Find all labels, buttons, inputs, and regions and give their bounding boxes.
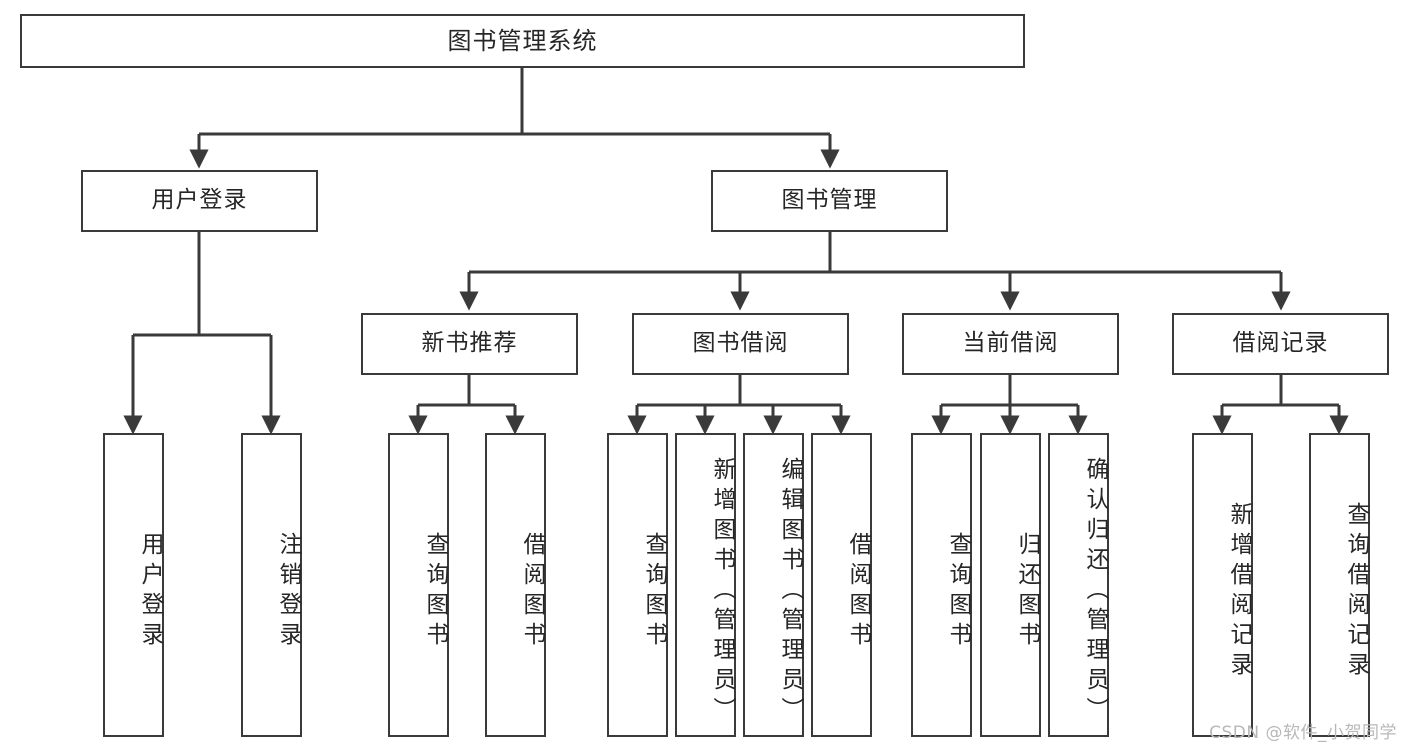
node-new-book-recommend[interactable]: 新书推荐 — [361, 313, 578, 375]
leaf-query-borrow-record[interactable]: 查询借阅记录 — [1309, 433, 1370, 737]
node-label: 归还图书 — [1014, 532, 1040, 652]
node-book-borrow[interactable]: 图书借阅 — [632, 313, 849, 375]
node-label: 注销登录 — [275, 532, 301, 652]
node-label: 图书管理 — [781, 187, 878, 214]
leaf-return-book[interactable]: 归还图书 — [980, 433, 1041, 737]
node-label: 借阅图书 — [845, 532, 871, 652]
leaf-query-book-current[interactable]: 查询图书 — [911, 433, 972, 737]
node-user-login[interactable]: 用户登录 — [81, 170, 318, 232]
node-label: 当前借阅 — [962, 330, 1059, 357]
node-label: 查询图书 — [945, 532, 971, 652]
node-label: 新增借阅记录 — [1226, 502, 1252, 682]
node-label: 新增图书（管理员） — [709, 457, 735, 727]
node-book-management[interactable]: 图书管理 — [711, 170, 948, 232]
node-label: 查询图书 — [641, 532, 667, 652]
node-current-borrow[interactable]: 当前借阅 — [902, 313, 1119, 375]
node-label: 图书管理系统 — [447, 26, 598, 55]
node-label: 新书推荐 — [421, 330, 518, 357]
leaf-query-book-recommend[interactable]: 查询图书 — [388, 433, 449, 737]
leaf-add-borrow-record[interactable]: 新增借阅记录 — [1192, 433, 1253, 737]
leaf-logout[interactable]: 注销登录 — [241, 433, 302, 737]
node-label: 图书借阅 — [692, 330, 789, 357]
node-label: 用户登录 — [151, 187, 248, 214]
node-label: 确认归还（管理员） — [1082, 457, 1108, 727]
node-label: 借阅图书 — [519, 532, 545, 652]
leaf-query-book-borrow[interactable]: 查询图书 — [607, 433, 668, 737]
leaf-borrow-book[interactable]: 借阅图书 — [811, 433, 872, 737]
leaf-edit-book-admin[interactable]: 编辑图书（管理员） — [743, 433, 804, 737]
node-label: 用户登录 — [137, 532, 163, 652]
node-label: 借阅记录 — [1232, 330, 1329, 357]
node-borrow-record[interactable]: 借阅记录 — [1172, 313, 1389, 375]
leaf-user-login[interactable]: 用户登录 — [103, 433, 164, 737]
leaf-confirm-return-admin[interactable]: 确认归还（管理员） — [1048, 433, 1109, 737]
node-label: 编辑图书（管理员） — [777, 457, 803, 727]
node-label: 查询借阅记录 — [1343, 502, 1369, 682]
node-root-system[interactable]: 图书管理系统 — [20, 14, 1025, 68]
node-label: 查询图书 — [422, 532, 448, 652]
leaf-borrow-book-recommend[interactable]: 借阅图书 — [485, 433, 546, 737]
leaf-add-book-admin[interactable]: 新增图书（管理员） — [675, 433, 736, 737]
watermark-credit: CSDN @软件_小贺同学 — [1209, 723, 1397, 743]
